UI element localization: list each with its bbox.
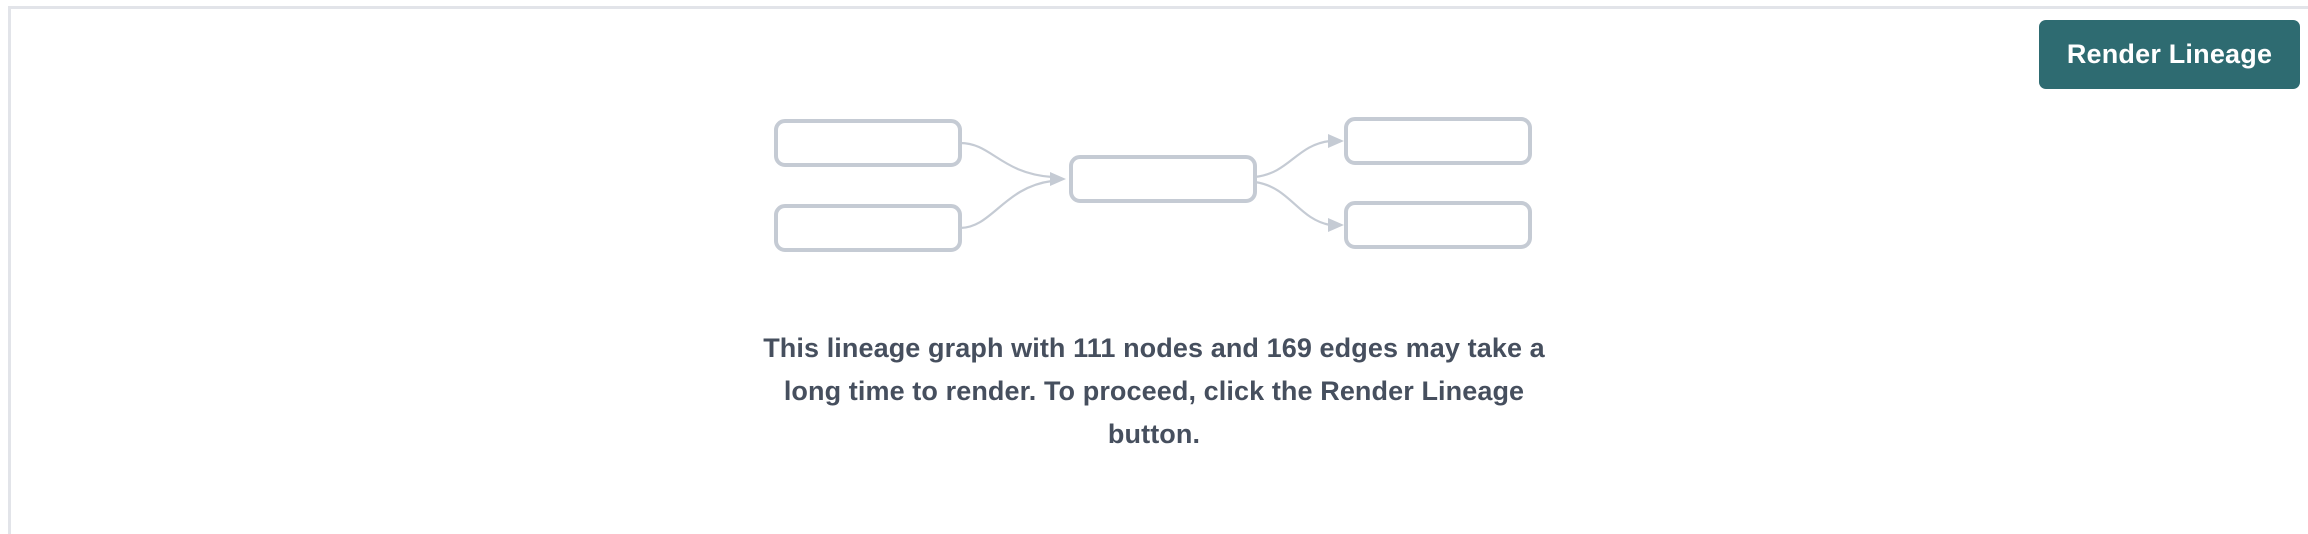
arrowhead-into-center-a bbox=[1050, 172, 1066, 186]
lineage-warning-message: This lineage graph with 111 nodes and 16… bbox=[763, 333, 1545, 449]
edge-center-to-right-top bbox=[1254, 139, 1331, 179]
lineage-graph-illustration bbox=[760, 117, 1560, 285]
arrowhead-into-right-bottom bbox=[1328, 218, 1344, 232]
arrowhead-into-right-top bbox=[1328, 134, 1344, 148]
edge-center-to-right-bottom bbox=[1254, 180, 1331, 227]
graph-node-right-top bbox=[1344, 117, 1532, 165]
graph-node-left-top bbox=[774, 119, 962, 167]
graph-node-left-bottom bbox=[774, 204, 962, 252]
graph-node-center bbox=[1069, 155, 1257, 203]
render-lineage-button[interactable]: Render Lineage bbox=[2039, 20, 2300, 89]
panel-top-divider bbox=[8, 6, 2308, 9]
edge-left-bottom-to-center bbox=[959, 179, 1053, 230]
graph-node-right-bottom bbox=[1344, 201, 1532, 249]
edge-left-top-to-center bbox=[959, 141, 1053, 179]
panel-left-divider bbox=[8, 6, 11, 534]
